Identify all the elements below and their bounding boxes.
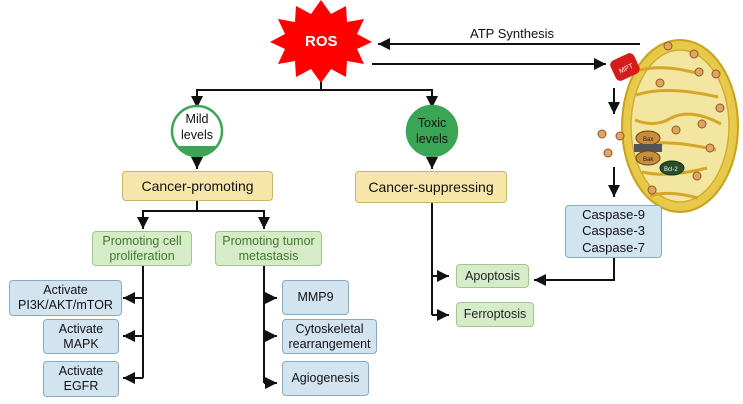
ros-label: ROS [305, 33, 338, 50]
mpt-channel [610, 53, 640, 81]
activate-mapk-box: Activate MAPK [43, 319, 119, 354]
ferroptosis-box: Ferroptosis [456, 302, 534, 327]
cancer-promoting-box: Cancer-promoting [122, 171, 273, 201]
atp-synthesis-label: ATP Synthesis [470, 26, 555, 41]
caspases-box: Caspase-9 Caspase-3 Caspase-7 [565, 205, 662, 258]
mild-levels-label: Mild levels [181, 112, 213, 142]
bcl2-label: Bcl-2 [664, 167, 678, 173]
promoting-tumor-metastasis-box: Promoting tumor metastasis [215, 231, 322, 266]
mmp9-box: MMP9 [282, 280, 349, 315]
angiogenesis-box: Agiogenesis [282, 361, 369, 396]
bax-label: Bax [643, 137, 653, 143]
activate-pi3k-box: Activate PI3K/AKT/mTOR [9, 280, 122, 316]
ros-burst [270, 0, 372, 83]
cancer-suppressing-box: Cancer-suppressing [355, 171, 507, 203]
toxic-circle [405, 104, 459, 158]
bax-bak-pore [634, 130, 685, 176]
bak-label: Bak [643, 157, 654, 163]
promoting-cell-proliferation-box: Promoting cell proliferation [92, 231, 192, 266]
cytoskeletal-rearrangement-box: Cytoskeletal rearrangement [282, 319, 377, 354]
apoptosis-box: Apoptosis [456, 264, 529, 288]
toxic-levels-label: Toxic levels [416, 116, 448, 146]
mitochondrion [621, 39, 739, 213]
activate-egfr-box: Activate EGFR [43, 361, 119, 397]
